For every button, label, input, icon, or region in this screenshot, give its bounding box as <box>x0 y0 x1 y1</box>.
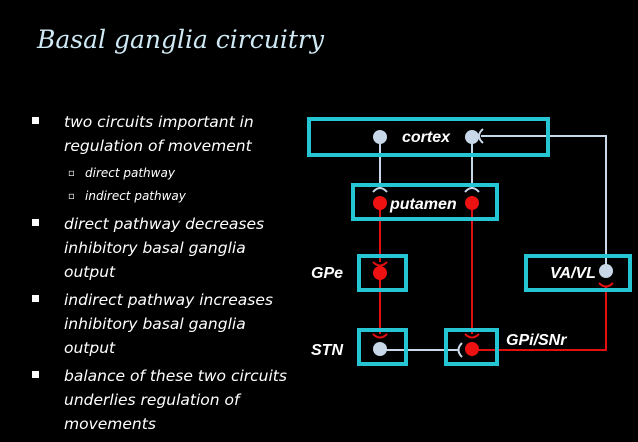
putamen-box <box>351 183 499 221</box>
gpi-box <box>444 328 499 366</box>
synapse-arc <box>372 187 388 193</box>
excitatory-connections <box>379 135 607 351</box>
vavl-label: VA/VL <box>550 265 596 282</box>
cortex-box <box>307 117 550 157</box>
cortex-neuron-left <box>373 130 387 144</box>
putamen-label: putamen <box>389 196 457 213</box>
gpi-label: GPi/SNr <box>506 332 567 349</box>
vavl-to-cortex-line <box>481 135 607 270</box>
stn-label: STN <box>311 342 343 359</box>
synapse-arc <box>464 333 480 339</box>
sub-bullet-item: ▫ indirect pathway <box>30 185 300 208</box>
synapse-arc <box>478 128 484 144</box>
synapse-arc <box>372 333 388 339</box>
synapse-arc <box>464 187 480 193</box>
gpe-label: GPe <box>311 265 343 282</box>
excitatory-synapses <box>372 128 484 358</box>
stn-neuron <box>373 342 387 356</box>
inhibitory-synapses <box>372 261 614 339</box>
vavl-neuron <box>599 264 613 278</box>
synapse-arc <box>372 261 388 267</box>
synapse-arc <box>598 282 614 288</box>
slide-title: Basal ganglia circuitry <box>37 25 324 54</box>
bullet-square-icon <box>32 219 39 226</box>
gpi-neuron <box>465 342 479 356</box>
putamen-neuron-right <box>465 196 479 210</box>
stn-box <box>357 328 408 366</box>
bullet-text: balance of these two circuits underlies … <box>64 367 287 433</box>
bullet-text: two circuits important in regulation of … <box>64 113 254 155</box>
neurons <box>373 130 613 356</box>
bullet-item: direct pathway decreases inhibitory basa… <box>30 212 300 284</box>
sub-bullet-square-icon: ▫ <box>68 168 75 179</box>
synapse-arc <box>457 342 463 358</box>
gpi-to-vavl-line <box>472 286 607 351</box>
sub-bullet-text: indirect pathway <box>85 189 186 203</box>
cortex-label: cortex <box>402 129 451 146</box>
bullet-item: two circuits important in regulation of … <box>30 110 300 158</box>
bullet-square-icon <box>32 295 39 302</box>
region-boxes <box>307 117 632 366</box>
cortex-neuron-right <box>465 130 479 144</box>
bullet-list: two circuits important in regulation of … <box>30 110 300 440</box>
gpe-box <box>357 254 408 292</box>
bullet-square-icon <box>32 117 39 124</box>
sub-bullet-square-icon: ▫ <box>68 191 75 202</box>
bullet-text: direct pathway decreases inhibitory basa… <box>64 215 265 281</box>
bullet-item: balance of these two circuits underlies … <box>30 364 300 436</box>
bullet-item: indirect pathway increases inhibitory ba… <box>30 288 300 360</box>
putamen-neuron-left <box>373 196 387 210</box>
bullet-text: indirect pathway increases inhibitory ba… <box>64 291 273 357</box>
gpe-neuron <box>373 266 387 280</box>
sub-bullet-text: direct pathway <box>85 166 175 180</box>
inhibitory-connections <box>379 202 607 351</box>
bullet-square-icon <box>32 371 39 378</box>
sub-bullet-item: ▫ direct pathway <box>30 162 300 185</box>
vavl-box <box>524 254 632 292</box>
